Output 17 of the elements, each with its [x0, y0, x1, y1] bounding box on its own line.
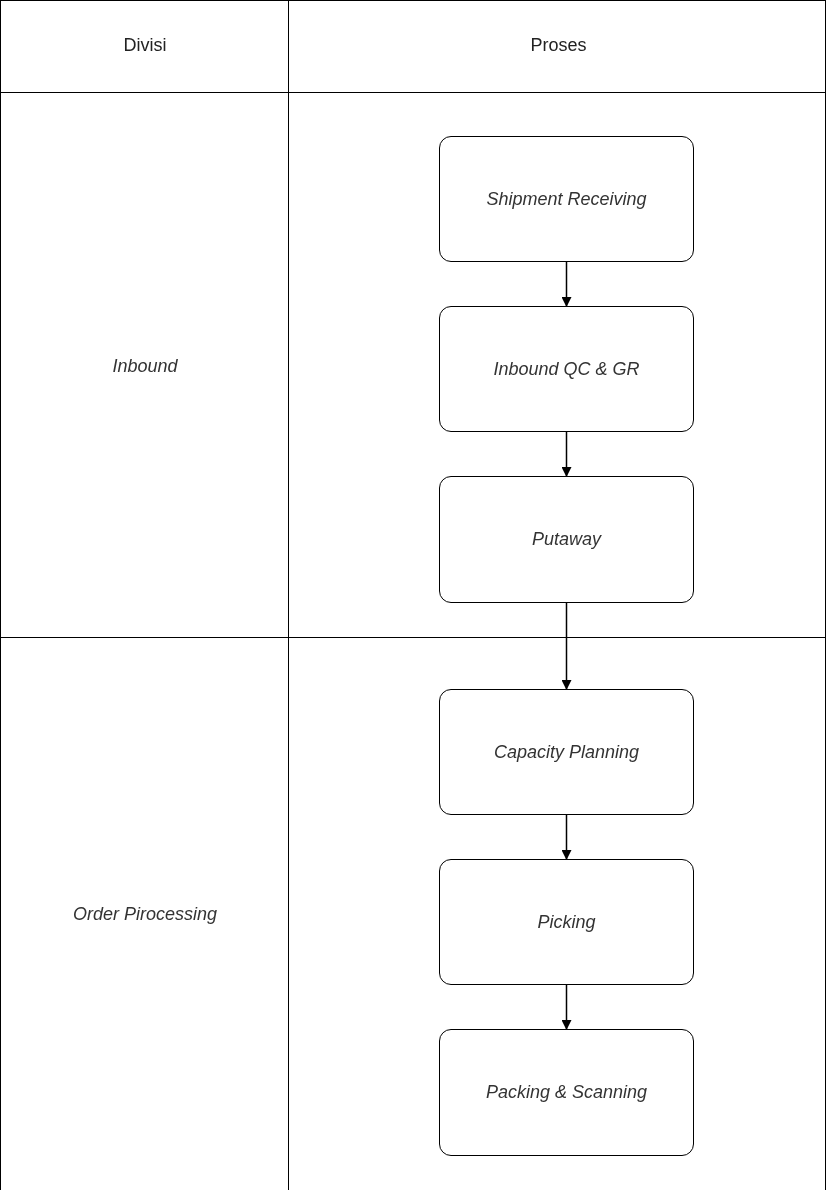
column-header: Divisi: [122, 35, 168, 56]
lane-label: Inbound: [111, 355, 179, 376]
swimlane-band: [0, 637, 826, 1190]
process-box: Capacity Planning: [439, 689, 694, 815]
process-box: Inbound QC & GR: [439, 306, 694, 432]
process-box: Packing & Scanning: [439, 1029, 694, 1156]
process-box: Picking: [439, 859, 694, 985]
lane-label: Order Pirocessing: [71, 903, 219, 925]
arrow: [561, 984, 572, 1030]
arrow: [561, 431, 572, 477]
arrow: [561, 602, 572, 690]
arrow: [561, 814, 572, 860]
swimlane-band: [0, 92, 826, 638]
process-box: Putaway: [439, 476, 694, 603]
arrow: [561, 261, 572, 307]
column-header: Proses: [529, 35, 588, 56]
process-box: Shipment Receiving: [439, 136, 694, 262]
